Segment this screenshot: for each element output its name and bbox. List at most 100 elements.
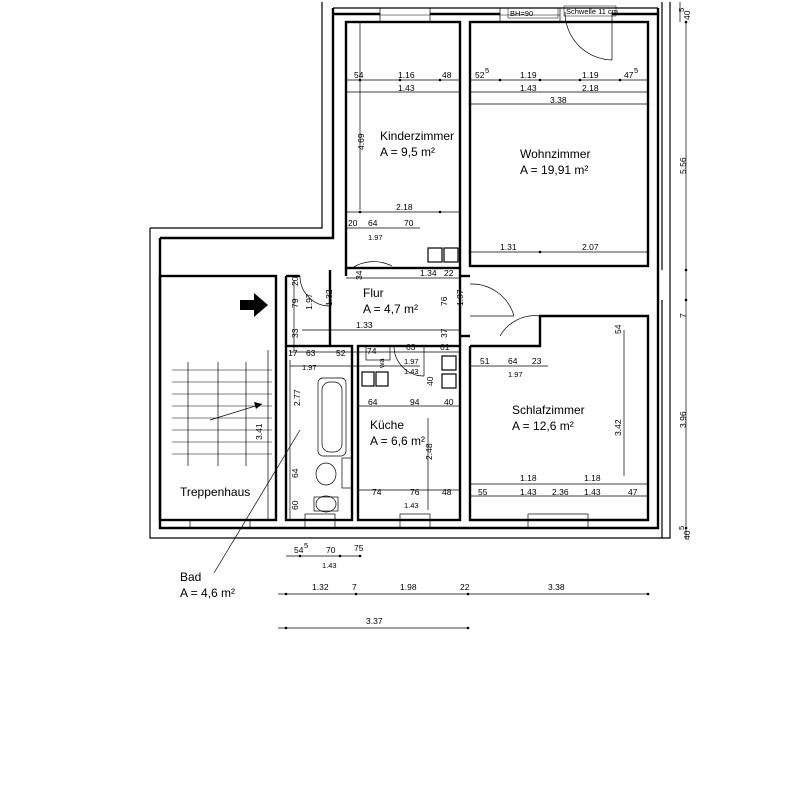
treppenhaus-name: Treppenhaus: [180, 485, 250, 499]
dim-label: 23: [532, 356, 542, 366]
dim-label: 1.43: [404, 367, 419, 376]
dim-label: 76: [439, 296, 449, 306]
dim-label: 74: [367, 346, 377, 356]
dim-label: 48: [442, 70, 452, 80]
dim-label: 7: [678, 313, 688, 318]
dim-label: 7: [352, 582, 357, 592]
dim-label: 1.43: [404, 501, 419, 510]
kinderzimmer-area: A = 9,5 m²: [380, 145, 435, 159]
wohnzimmer-name: Wohnzimmer: [520, 147, 590, 161]
dim-label: 52: [475, 70, 485, 80]
bad-area: A = 4,6 m²: [180, 586, 235, 600]
dim-label-sup: 5: [634, 66, 638, 75]
dim-label: 1.31: [500, 242, 517, 252]
dim-label: 64: [290, 468, 300, 478]
dim-label: 34: [354, 270, 364, 280]
dim-label: 3.41: [254, 423, 264, 440]
dim-label: 47: [624, 70, 634, 80]
dim-label: 40: [682, 530, 692, 540]
dim-label: 64: [368, 218, 378, 228]
dim-label: 52: [336, 348, 346, 358]
kinderzimmer-name: Kinderzimmer: [380, 129, 454, 143]
dim-label: 1.97: [455, 289, 465, 306]
dim-label: 54: [354, 70, 364, 80]
dim-label: 40: [425, 376, 435, 386]
dim-label: 64: [508, 356, 518, 366]
dim-label: 1.43: [520, 487, 537, 497]
dim-label: 3.38: [550, 95, 567, 105]
dim-label: 70: [326, 545, 336, 555]
dim-label: 51: [480, 356, 490, 366]
bathroom-fixtures: [313, 345, 391, 513]
flur-name: Flur: [363, 286, 384, 300]
chimneys: [361, 247, 459, 389]
dim-label: 75: [354, 543, 364, 553]
dim-label: 2.77: [292, 389, 302, 406]
dim-label: 1.97: [304, 293, 314, 310]
dim-label: 1.18: [520, 473, 537, 483]
kueche-name: Küche: [370, 418, 404, 432]
dim-label: 3.42: [613, 419, 623, 436]
doors: [299, 11, 613, 377]
dim-label: 1.34: [420, 268, 437, 278]
dim-label: 5.56: [678, 157, 688, 174]
dim-label: 40: [682, 10, 692, 20]
flur-area: A = 4,7 m²: [363, 302, 418, 316]
dim-label: 3.38: [548, 582, 565, 592]
schlafzimmer-area: A = 12,6 m²: [512, 419, 574, 433]
dim-label: 1.43: [322, 561, 337, 570]
dim-label: 79: [290, 298, 300, 308]
dim-label: 37: [439, 328, 449, 338]
dim-label: 17: [288, 348, 298, 358]
dim-label: 2.07: [582, 242, 599, 252]
dim-label: 20: [348, 218, 358, 228]
dim-label: 61: [440, 342, 450, 352]
dim-label: 1.43: [584, 487, 601, 497]
dim-label: 1.97: [302, 363, 317, 372]
schwelle-note: Schwelle 11 cm: [566, 7, 618, 16]
dim-label-sup: 5: [677, 526, 686, 530]
dim-label: 63: [406, 342, 416, 352]
dimension-labels: 54 1.16 48 1.43 52 5 1.19 1.19 47 5 1.43…: [254, 8, 692, 626]
dim-label-sup: 5: [677, 8, 686, 12]
room-label-schlafzimmer: Schlafzimmer A = 12,6 m²: [512, 403, 585, 433]
wohnzimmer-area: A = 19,91 m²: [520, 163, 588, 177]
bad-name: Bad: [180, 570, 201, 584]
dim-label: 1.19: [520, 70, 537, 80]
dim-label: 1.19: [582, 70, 599, 80]
dim-label: 2.48: [424, 443, 434, 460]
dim-label: 1.18: [584, 473, 601, 483]
windows: [189, 7, 589, 529]
dim-label: 1.33: [356, 320, 373, 330]
room-label-flur: Flur A = 4,7 m²: [363, 286, 418, 316]
dim-label: 47: [628, 487, 638, 497]
dim-label: 64: [368, 397, 378, 407]
dim-label: 74: [372, 487, 382, 497]
staircase: [172, 362, 272, 466]
dim-label: 3.96: [678, 411, 688, 428]
dim-label: 22: [460, 582, 470, 592]
dim-label: 60: [290, 500, 300, 510]
room-label-bad: Bad A = 4,6 m²: [180, 570, 235, 600]
room-label-kueche: Küche A = 6,6 m²: [370, 418, 425, 448]
dim-label: 1.97: [508, 370, 523, 379]
schlafzimmer-name: Schlafzimmer: [512, 403, 585, 417]
wa-label: wa: [377, 358, 386, 369]
dim-label: 1.98: [400, 582, 417, 592]
dim-label: 1.97: [368, 233, 383, 242]
dim-label: 1.43: [520, 83, 537, 93]
dim-label: 1.32: [324, 289, 334, 306]
dim-label: 1.16: [398, 70, 415, 80]
dim-label: 54: [294, 545, 304, 555]
dim-label: 2.36: [552, 487, 569, 497]
dim-label: 55: [478, 487, 488, 497]
dim-label: 2.18: [582, 83, 599, 93]
entry-arrow-icon: [240, 293, 268, 317]
dim-label: 22: [444, 268, 454, 278]
dim-label: 33: [290, 328, 300, 338]
dim-label: 20: [290, 276, 300, 286]
dim-label-sup: 5: [304, 541, 308, 550]
dim-label: 1.43: [398, 83, 415, 93]
dim-label: 63: [306, 348, 316, 358]
